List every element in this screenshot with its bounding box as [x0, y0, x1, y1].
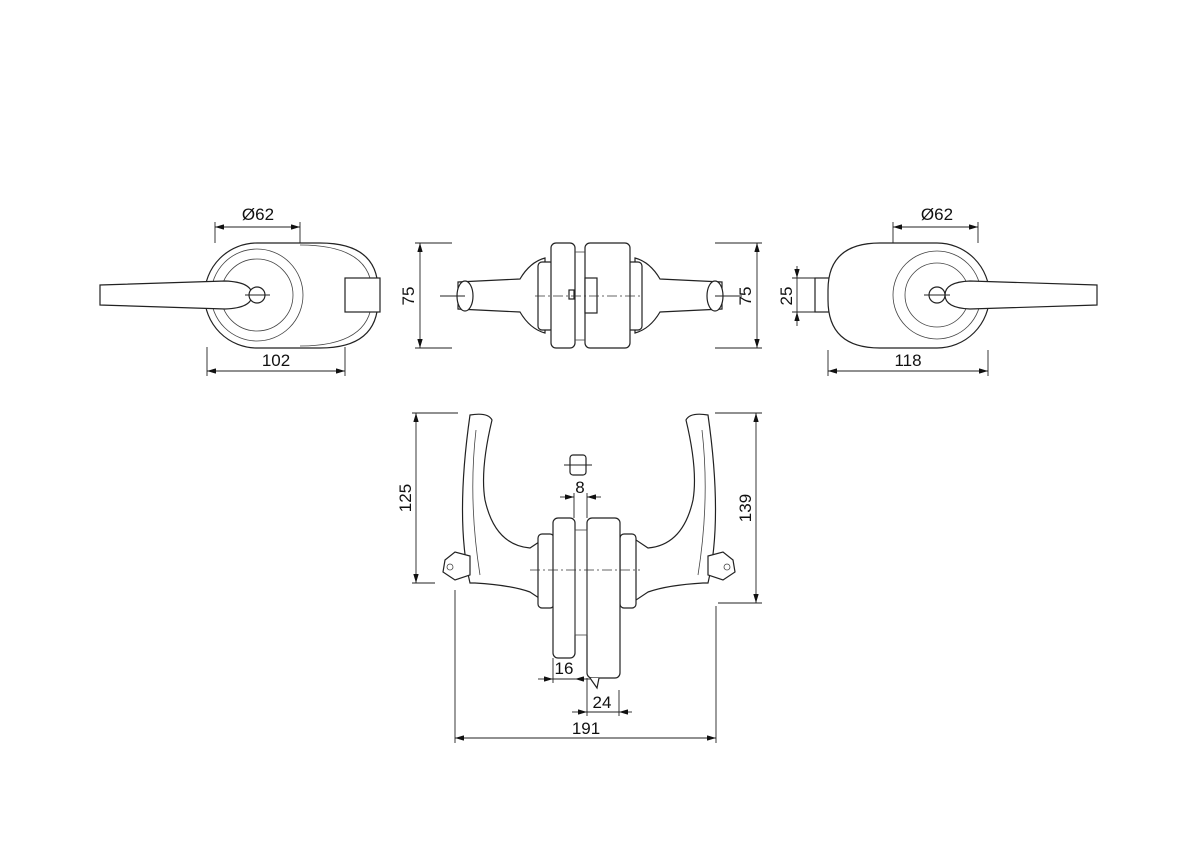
svg-text:Ø62: Ø62	[242, 205, 274, 224]
svg-text:139: 139	[736, 494, 755, 522]
dimension-width-118: 118	[827, 350, 989, 376]
dimension-depth-24: 24	[572, 678, 632, 716]
dimension-gap-8: 8	[560, 478, 601, 518]
svg-text:16: 16	[555, 659, 574, 678]
dimension-diameter-right: Ø62	[892, 205, 979, 243]
svg-text:191: 191	[572, 719, 600, 738]
key-right	[707, 551, 736, 581]
dimension-lever-125: 125	[396, 412, 458, 584]
svg-text:125: 125	[396, 484, 415, 512]
dimension-diameter-left: Ø62	[214, 205, 301, 243]
dimension-depth-16: 16	[538, 658, 590, 683]
svg-text:75: 75	[736, 287, 755, 306]
svg-text:118: 118	[894, 351, 921, 370]
dimension-height-139: 139	[715, 412, 762, 604]
front-view-right	[814, 242, 1098, 349]
dimension-height-75-left: 75	[399, 242, 452, 349]
dimension-width-191: 191	[454, 590, 717, 743]
key-left	[442, 551, 471, 581]
svg-text:Ø62: Ø62	[921, 205, 953, 224]
svg-text:102: 102	[262, 351, 290, 370]
front-view-left	[99, 242, 381, 349]
svg-text:75: 75	[399, 287, 418, 306]
side-view	[440, 242, 742, 349]
svg-text:8: 8	[575, 478, 584, 497]
dimension-latch-25: 25	[777, 266, 815, 326]
dimension-height-75-right: 75	[715, 242, 762, 349]
bottom-view	[442, 413, 736, 690]
svg-text:24: 24	[593, 693, 612, 712]
svg-text:25: 25	[777, 287, 796, 306]
lever-handle	[99, 280, 253, 310]
dimension-width-102: 102	[206, 347, 346, 376]
lever-handle	[944, 280, 1098, 310]
